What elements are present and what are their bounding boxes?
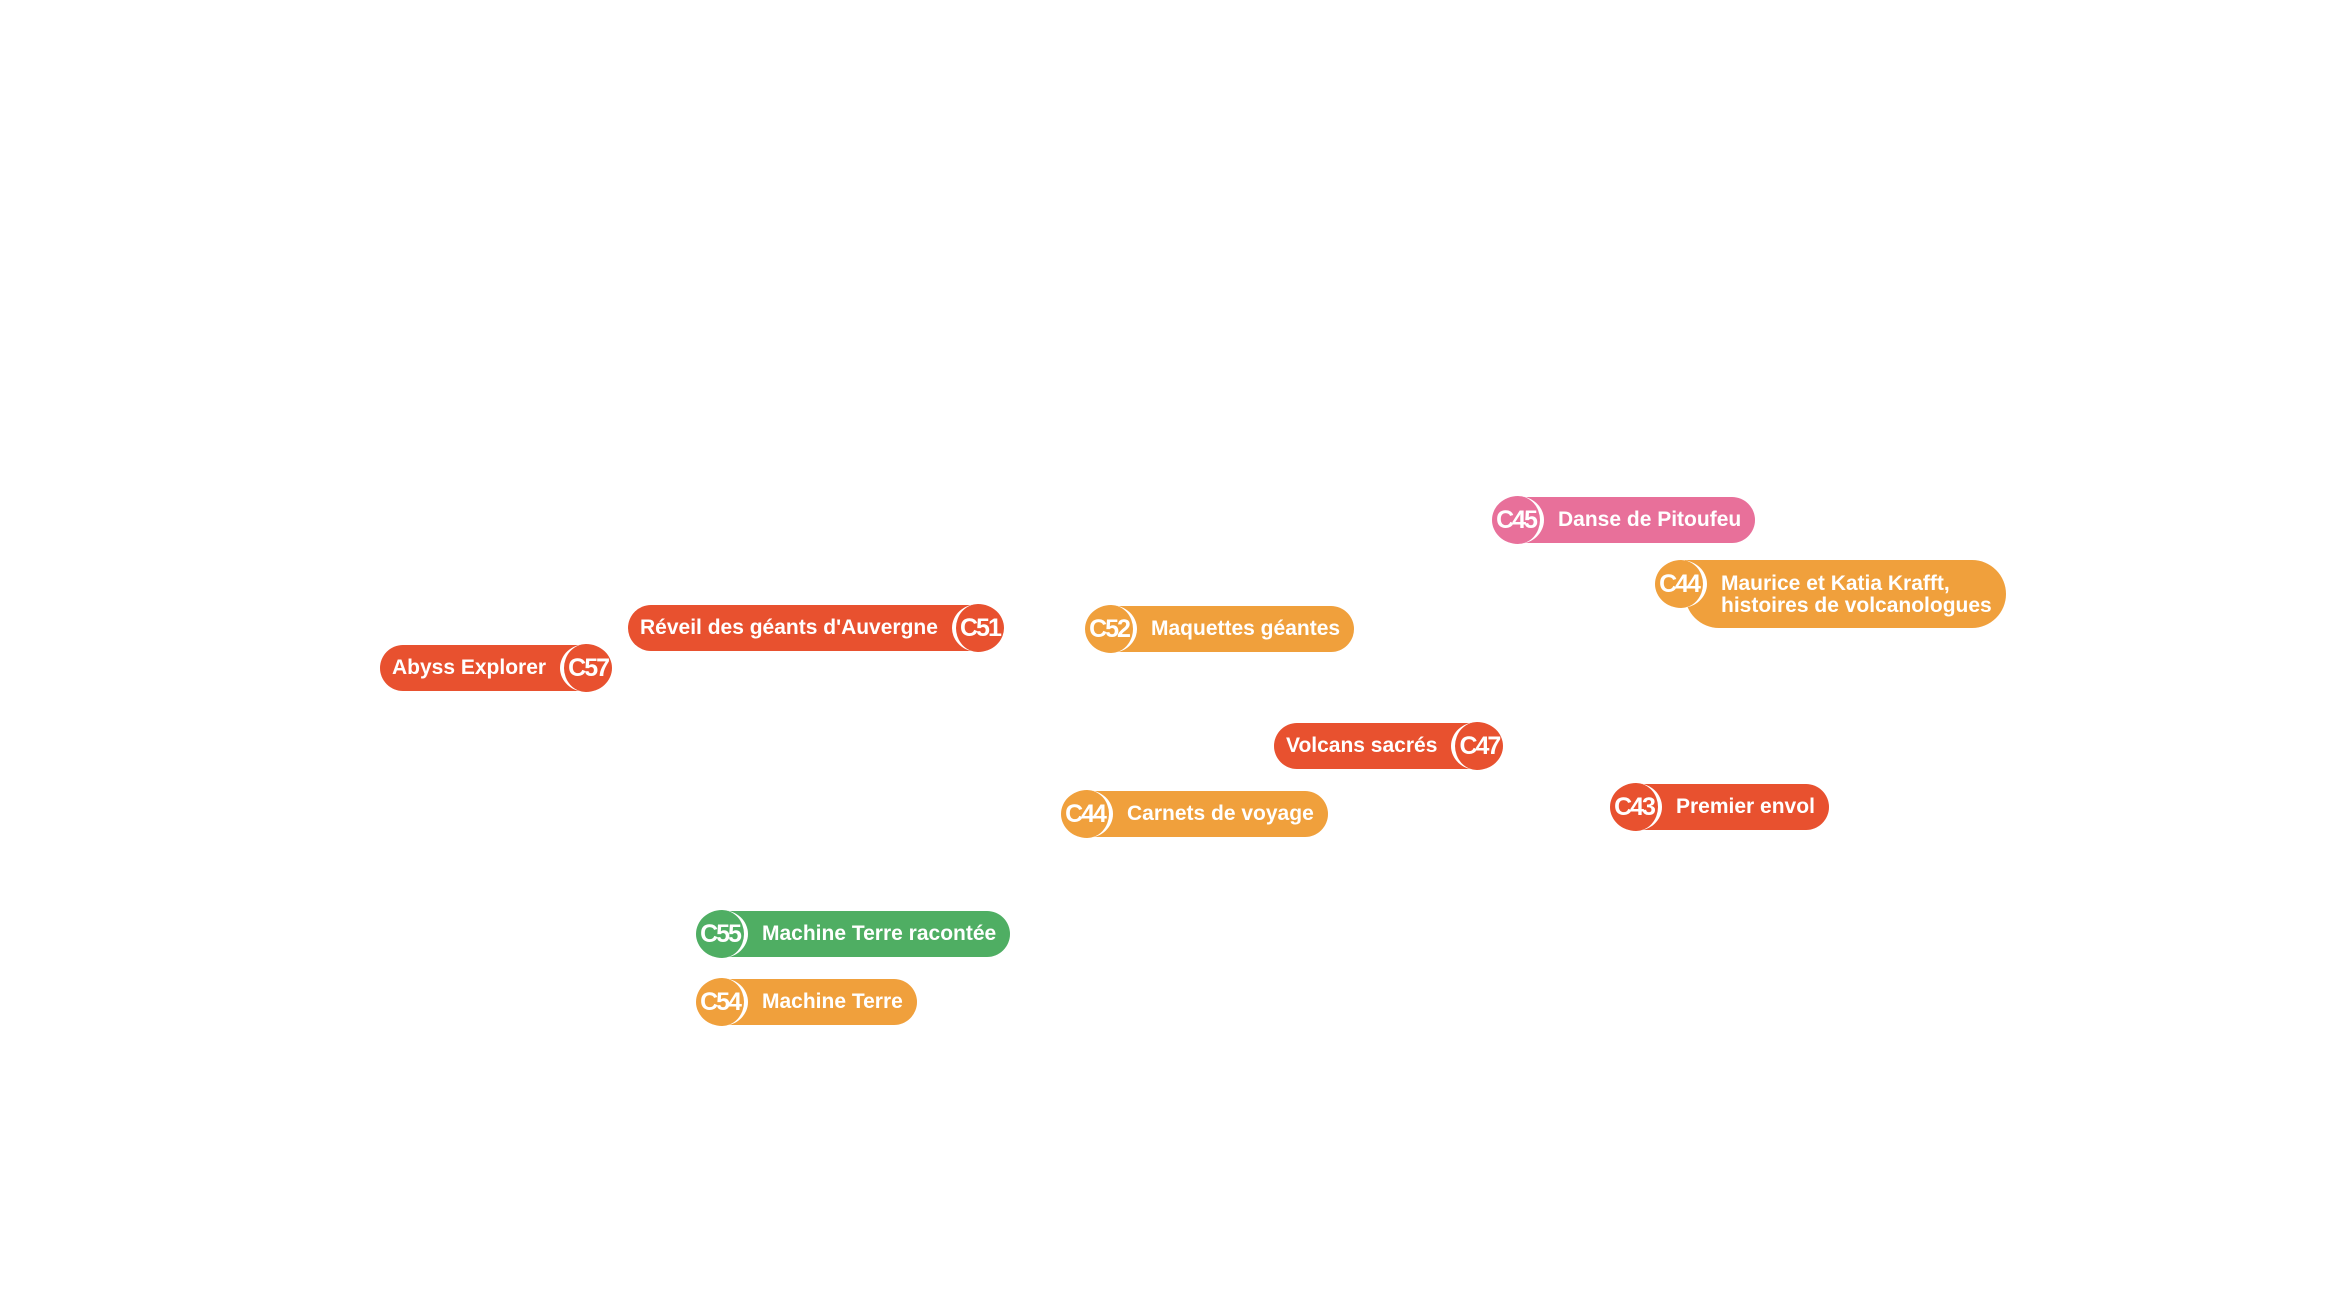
marker-label: Machine Terre racontée xyxy=(762,922,997,945)
marker-label-pill: Volcans sacrés xyxy=(1274,723,1474,769)
map-marker-abyss-explorer[interactable]: Abyss Explorer C57 xyxy=(380,644,613,692)
marker-label: Carnets de voyage xyxy=(1127,802,1314,825)
marker-code-badge: C55 xyxy=(696,910,748,958)
marker-code-badge: C51 xyxy=(951,604,1004,652)
marker-label: Réveil des géants d'Auvergne xyxy=(640,616,938,639)
marker-code-badge: C44 xyxy=(1655,560,1707,608)
marker-label: Volcans sacrés xyxy=(1286,734,1438,757)
marker-label-pill: Maurice et Katia Krafft, histoires de vo… xyxy=(1685,560,2006,628)
map-marker-maquettes-geantes[interactable]: C52 Maquettes géantes xyxy=(1085,605,1355,653)
marker-label-line-2: histoires de volcanologues xyxy=(1721,594,1992,617)
marker-label-pill: Machine Terre racontée xyxy=(726,911,1011,957)
map-marker-reveil-des-geants[interactable]: Réveil des géants d'Auvergne C51 xyxy=(628,604,1004,652)
map-marker-machine-terre-racontee[interactable]: C55 Machine Terre racontée xyxy=(696,910,1011,958)
marker-label-pill: Machine Terre xyxy=(726,979,917,1025)
marker-label: Maquettes géantes xyxy=(1151,617,1341,640)
marker-code-badge: C52 xyxy=(1085,605,1137,653)
marker-label: Machine Terre xyxy=(762,990,903,1013)
marker-label-pill: Abyss Explorer xyxy=(380,645,583,691)
marker-code-badge: C47 xyxy=(1451,722,1504,770)
map-marker-danse-de-pitoufeu[interactable]: C45 Danse de Pitoufeu xyxy=(1492,496,1756,544)
map-marker-carnets-de-voyage[interactable]: C44 Carnets de voyage xyxy=(1061,790,1328,838)
marker-label-line-1: Maurice et Katia Krafft, xyxy=(1721,572,1950,595)
marker-label: Danse de Pitoufeu xyxy=(1558,508,1742,531)
map-marker-volcans-sacres[interactable]: Volcans sacrés C47 xyxy=(1274,722,1504,770)
marker-label: Abyss Explorer xyxy=(392,656,547,679)
marker-label-pill: Premier envol xyxy=(1640,784,1829,830)
marker-code-badge: C54 xyxy=(696,978,748,1026)
map-marker-machine-terre[interactable]: C54 Machine Terre xyxy=(696,978,917,1026)
marker-label-pill: Maquettes géantes xyxy=(1115,606,1355,652)
marker-label-pill: Carnets de voyage xyxy=(1091,791,1328,837)
marker-label: Premier envol xyxy=(1676,795,1815,818)
marker-code-badge: C43 xyxy=(1610,783,1662,831)
map-marker-premier-envol[interactable]: C43 Premier envol xyxy=(1610,783,1829,831)
marker-label-pill: Danse de Pitoufeu xyxy=(1522,497,1756,543)
marker-label-pill: Réveil des géants d'Auvergne xyxy=(628,605,974,651)
marker-code-badge: C44 xyxy=(1061,790,1113,838)
marker-code-badge: C57 xyxy=(560,644,613,692)
marker-code-badge: C45 xyxy=(1492,496,1544,544)
map-marker-maurice-katia-krafft[interactable]: C44 Maurice et Katia Krafft, histoires d… xyxy=(1655,560,2006,628)
